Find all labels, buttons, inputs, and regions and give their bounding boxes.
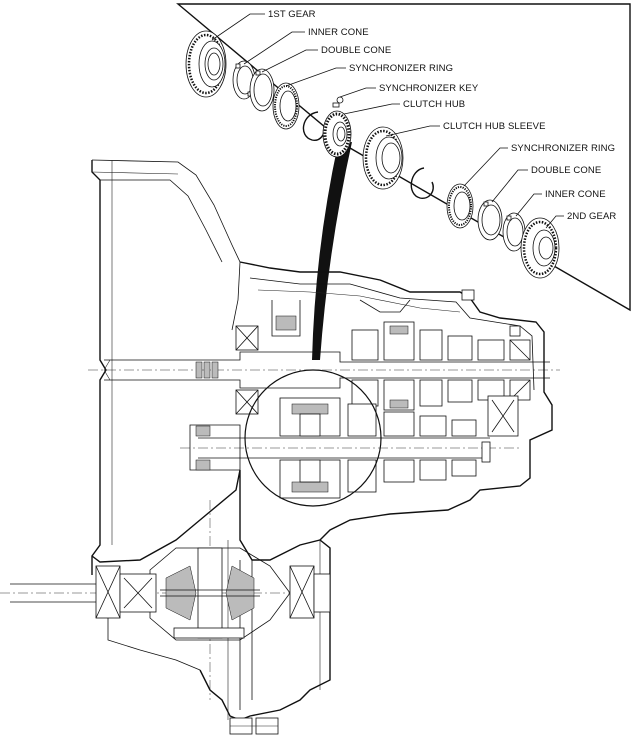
- snap-ring-2-part: [410, 167, 434, 199]
- clutch-hub-part: [322, 110, 352, 158]
- output-gear-stack: [279, 397, 477, 499]
- label-double-cone-1: DOUBLE CONE: [321, 45, 391, 56]
- first-gear-part: [185, 30, 227, 98]
- synchronizer-ring-1-part: [272, 82, 300, 130]
- right-diff-bearing: [289, 565, 331, 619]
- label-1st-gear: 1ST GEAR: [268, 9, 316, 20]
- label-clutch-hub: CLUTCH HUB: [403, 99, 465, 110]
- callout-wedge: [312, 142, 352, 360]
- left-drive-shaft: [10, 565, 157, 619]
- label-synchronizer-ring-2: SYNCHRONIZER RING: [511, 143, 615, 154]
- label-double-cone-2: DOUBLE CONE: [531, 165, 601, 176]
- label-synchronizer-key: SYNCHRONIZER KEY: [379, 83, 479, 94]
- label-synchronizer-ring-1: SYNCHRONIZER RING: [349, 63, 453, 74]
- clutch-hub-sleeve-part: [362, 126, 404, 190]
- leader-lines: [211, 13, 564, 229]
- input-bearings: [235, 325, 531, 415]
- exploded-view-panel: 1ST GEAR INNER CONE DOUBLE CONE SYNCHRON…: [176, 3, 631, 360]
- input-shaft: [103, 351, 550, 389]
- synchronizer-ring-2-part: [446, 183, 474, 229]
- rear-gears: [481, 395, 519, 463]
- label-inner-cone-2: INNER CONE: [545, 189, 606, 200]
- shift-fork-area: [271, 299, 411, 337]
- detail-circle: [244, 369, 382, 507]
- inner-cone-2-part: [502, 212, 526, 252]
- inner-cone-1-part: [232, 60, 256, 100]
- input-gear-stack: [351, 321, 505, 411]
- drain-plug: [229, 717, 279, 735]
- transaxle-cross-section: [0, 159, 560, 735]
- second-gear-part: [520, 217, 560, 279]
- differential: [149, 547, 291, 641]
- double-cone-2-part: [477, 199, 503, 241]
- shaft-splines: [195, 361, 219, 379]
- label-inner-cone-1: INNER CONE: [308, 27, 369, 38]
- label-2nd-gear: 2ND GEAR: [567, 211, 616, 222]
- double-cone-1-part: [249, 68, 275, 112]
- label-clutch-hub-sleeve: CLUTCH HUB SLEEVE: [443, 121, 546, 132]
